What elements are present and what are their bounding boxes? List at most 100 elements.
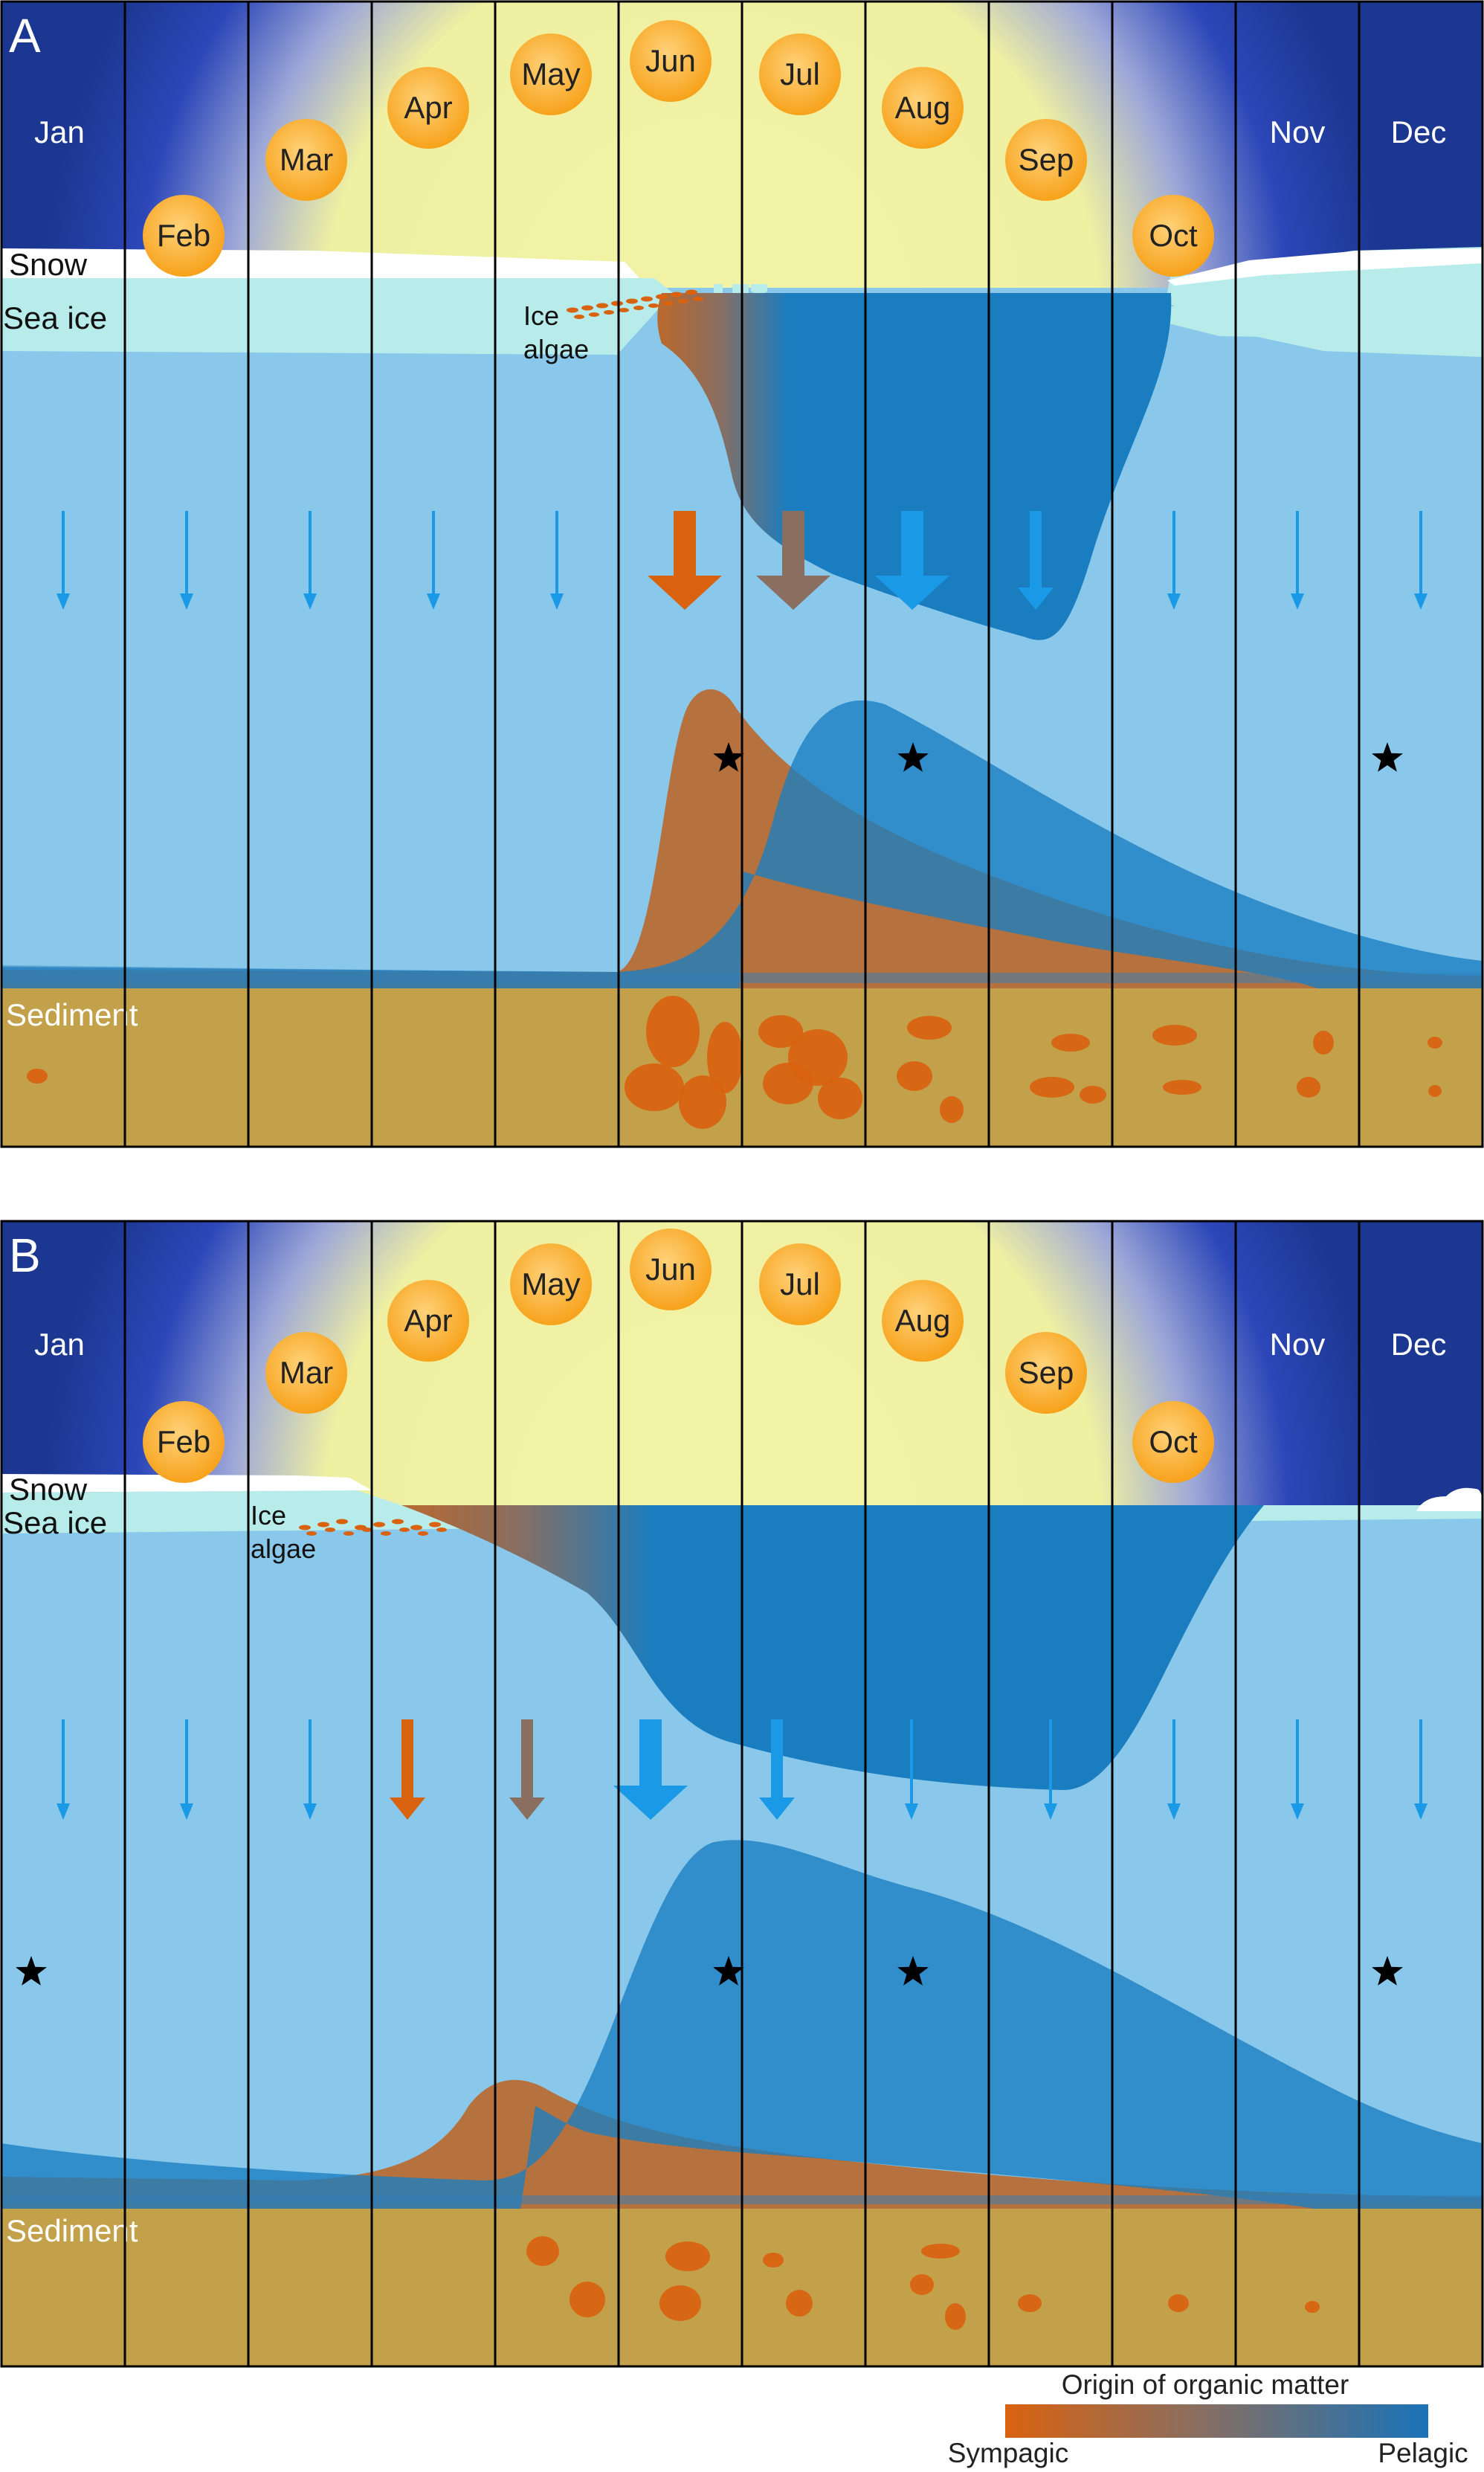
sun-oct [1132,195,1214,277]
sampling-star-jul [713,1956,744,1986]
organic-matter-deposit [758,1015,803,1048]
ice-algae-cell [648,303,659,308]
sampling-star-jul [713,742,744,772]
month-label-nov: Nov [1270,115,1326,149]
organic-matter-deposit [945,2303,966,2330]
organic-matter-deposit [1163,1080,1201,1095]
flux-arrow-mar [303,1719,317,1820]
flux-arrow-sep [1018,511,1054,610]
organic-matter-deposit [763,2253,784,2267]
organic-matter-deposit [897,1061,932,1091]
ice-algae-cell [399,1528,410,1532]
month-label-sep: Sep [1019,142,1074,177]
organic-matter-deposit [625,1063,684,1111]
snow-layer [1,1474,372,1493]
ice-algae-cell [633,306,644,310]
flux-arrow-oct [1167,511,1181,610]
sea-ice-label: Sea ice [3,300,107,335]
phytoplankton-bloom [401,1505,1264,1790]
flux-arrow-dec [1414,511,1427,610]
month-label-mar: Mar [280,1355,333,1390]
phytoplankton-bloom [657,293,1172,640]
month-label-jan: Jan [34,115,85,149]
organic-matter-deposit [1030,1077,1074,1098]
organic-matter-deposit [921,2244,960,2259]
ice-algae-cell [663,301,674,306]
sun-jul [759,33,841,115]
sampling-star-dec [1372,742,1403,772]
organic-matter-deposit [1313,1031,1334,1055]
sampling-star-aug [897,742,929,772]
ice-algae-cell [581,305,593,311]
ice-algae-cell [619,308,629,312]
organic-matter-deposit [1297,1077,1320,1098]
legend-color-bar [1005,2404,1428,2438]
panel-letter: A [9,9,41,62]
sun-feb [143,195,225,277]
month-label-mar: Mar [280,142,333,177]
flux-arrow-jun [648,511,722,610]
organic-matter-deposit [907,1016,952,1040]
organic-matter-deposit [940,1096,964,1123]
organic-matter-deposit [1152,1025,1197,1046]
organic-matter-deposit [707,1022,743,1093]
flux-arrow-apr [390,1719,425,1820]
sediment-label: Sediment [6,2213,138,2248]
sun-oct [1132,1401,1214,1483]
ice-algae-cell [604,310,614,315]
sun-aug [882,1280,964,1362]
organic-matter-deposit [665,2241,710,2271]
panel-border [0,0,1484,1148]
ice-algae-cell [567,307,578,313]
sediment-label: Sediment [6,997,138,1032]
organic-matter-deposit [1018,2294,1042,2312]
organic-matter-deposit [646,996,700,1067]
organic-matter-deposit [1305,2301,1320,2313]
flux-arrow-jul [756,511,830,610]
month-label-jun: Jun [645,43,696,78]
legend: Origin of organic matter Sympagic Pelagi… [948,2369,1468,2468]
month-label-sep: Sep [1019,1355,1074,1390]
sun-aug [882,67,964,149]
flux-arrow-jan [57,1719,70,1820]
legend-pelagic-label: Pelagic [1378,2438,1468,2468]
snow-label: Snow [9,247,88,282]
sea-ice-label: Sea ice [3,1505,107,1540]
sun-jun [630,20,712,102]
sun-apr [387,1280,469,1362]
ice-algae-cell [317,1522,329,1528]
ice-algae-cell [325,1528,335,1532]
flux-arrow-jun [613,1719,688,1820]
organic-matter-deposit [570,2282,605,2317]
ice-algae-cell [336,1519,348,1525]
month-label-may: May [521,57,580,91]
month-label-jul: Jul [780,57,820,91]
ice-algae-label-line1: Ice [251,1500,286,1530]
organic-matter-deposit [1168,2294,1189,2312]
legend-sympagic-label: Sympagic [948,2438,1068,2468]
organic-matter-deposit [910,2274,934,2295]
ice-algae-cell [429,1522,441,1528]
ice-algae-cell [685,289,697,295]
ice-algae-cell [306,1531,317,1536]
organic-matter-deposit [1051,1034,1090,1052]
flux-arrow-nov [1291,1719,1304,1820]
sun-jul [759,1243,841,1325]
month-label-aug: Aug [895,90,951,125]
flux-arrow-feb [180,511,193,610]
ice-algae-cell [392,1519,404,1525]
flux-arrow-apr [427,511,440,610]
ice-algae-label-line2: algae [523,334,589,364]
ice-algae-cell [418,1531,428,1536]
ice-algae-cell [299,1525,311,1530]
sampling-star-aug [897,1956,929,1986]
month-label-feb: Feb [157,218,210,253]
month-label-aug: Aug [895,1303,951,1338]
ice-algae-cell [596,303,608,309]
flux-arrow-nov [1291,511,1304,610]
flux-arrow-feb [180,1719,193,1820]
organic-matter-deposit [818,1078,862,1119]
